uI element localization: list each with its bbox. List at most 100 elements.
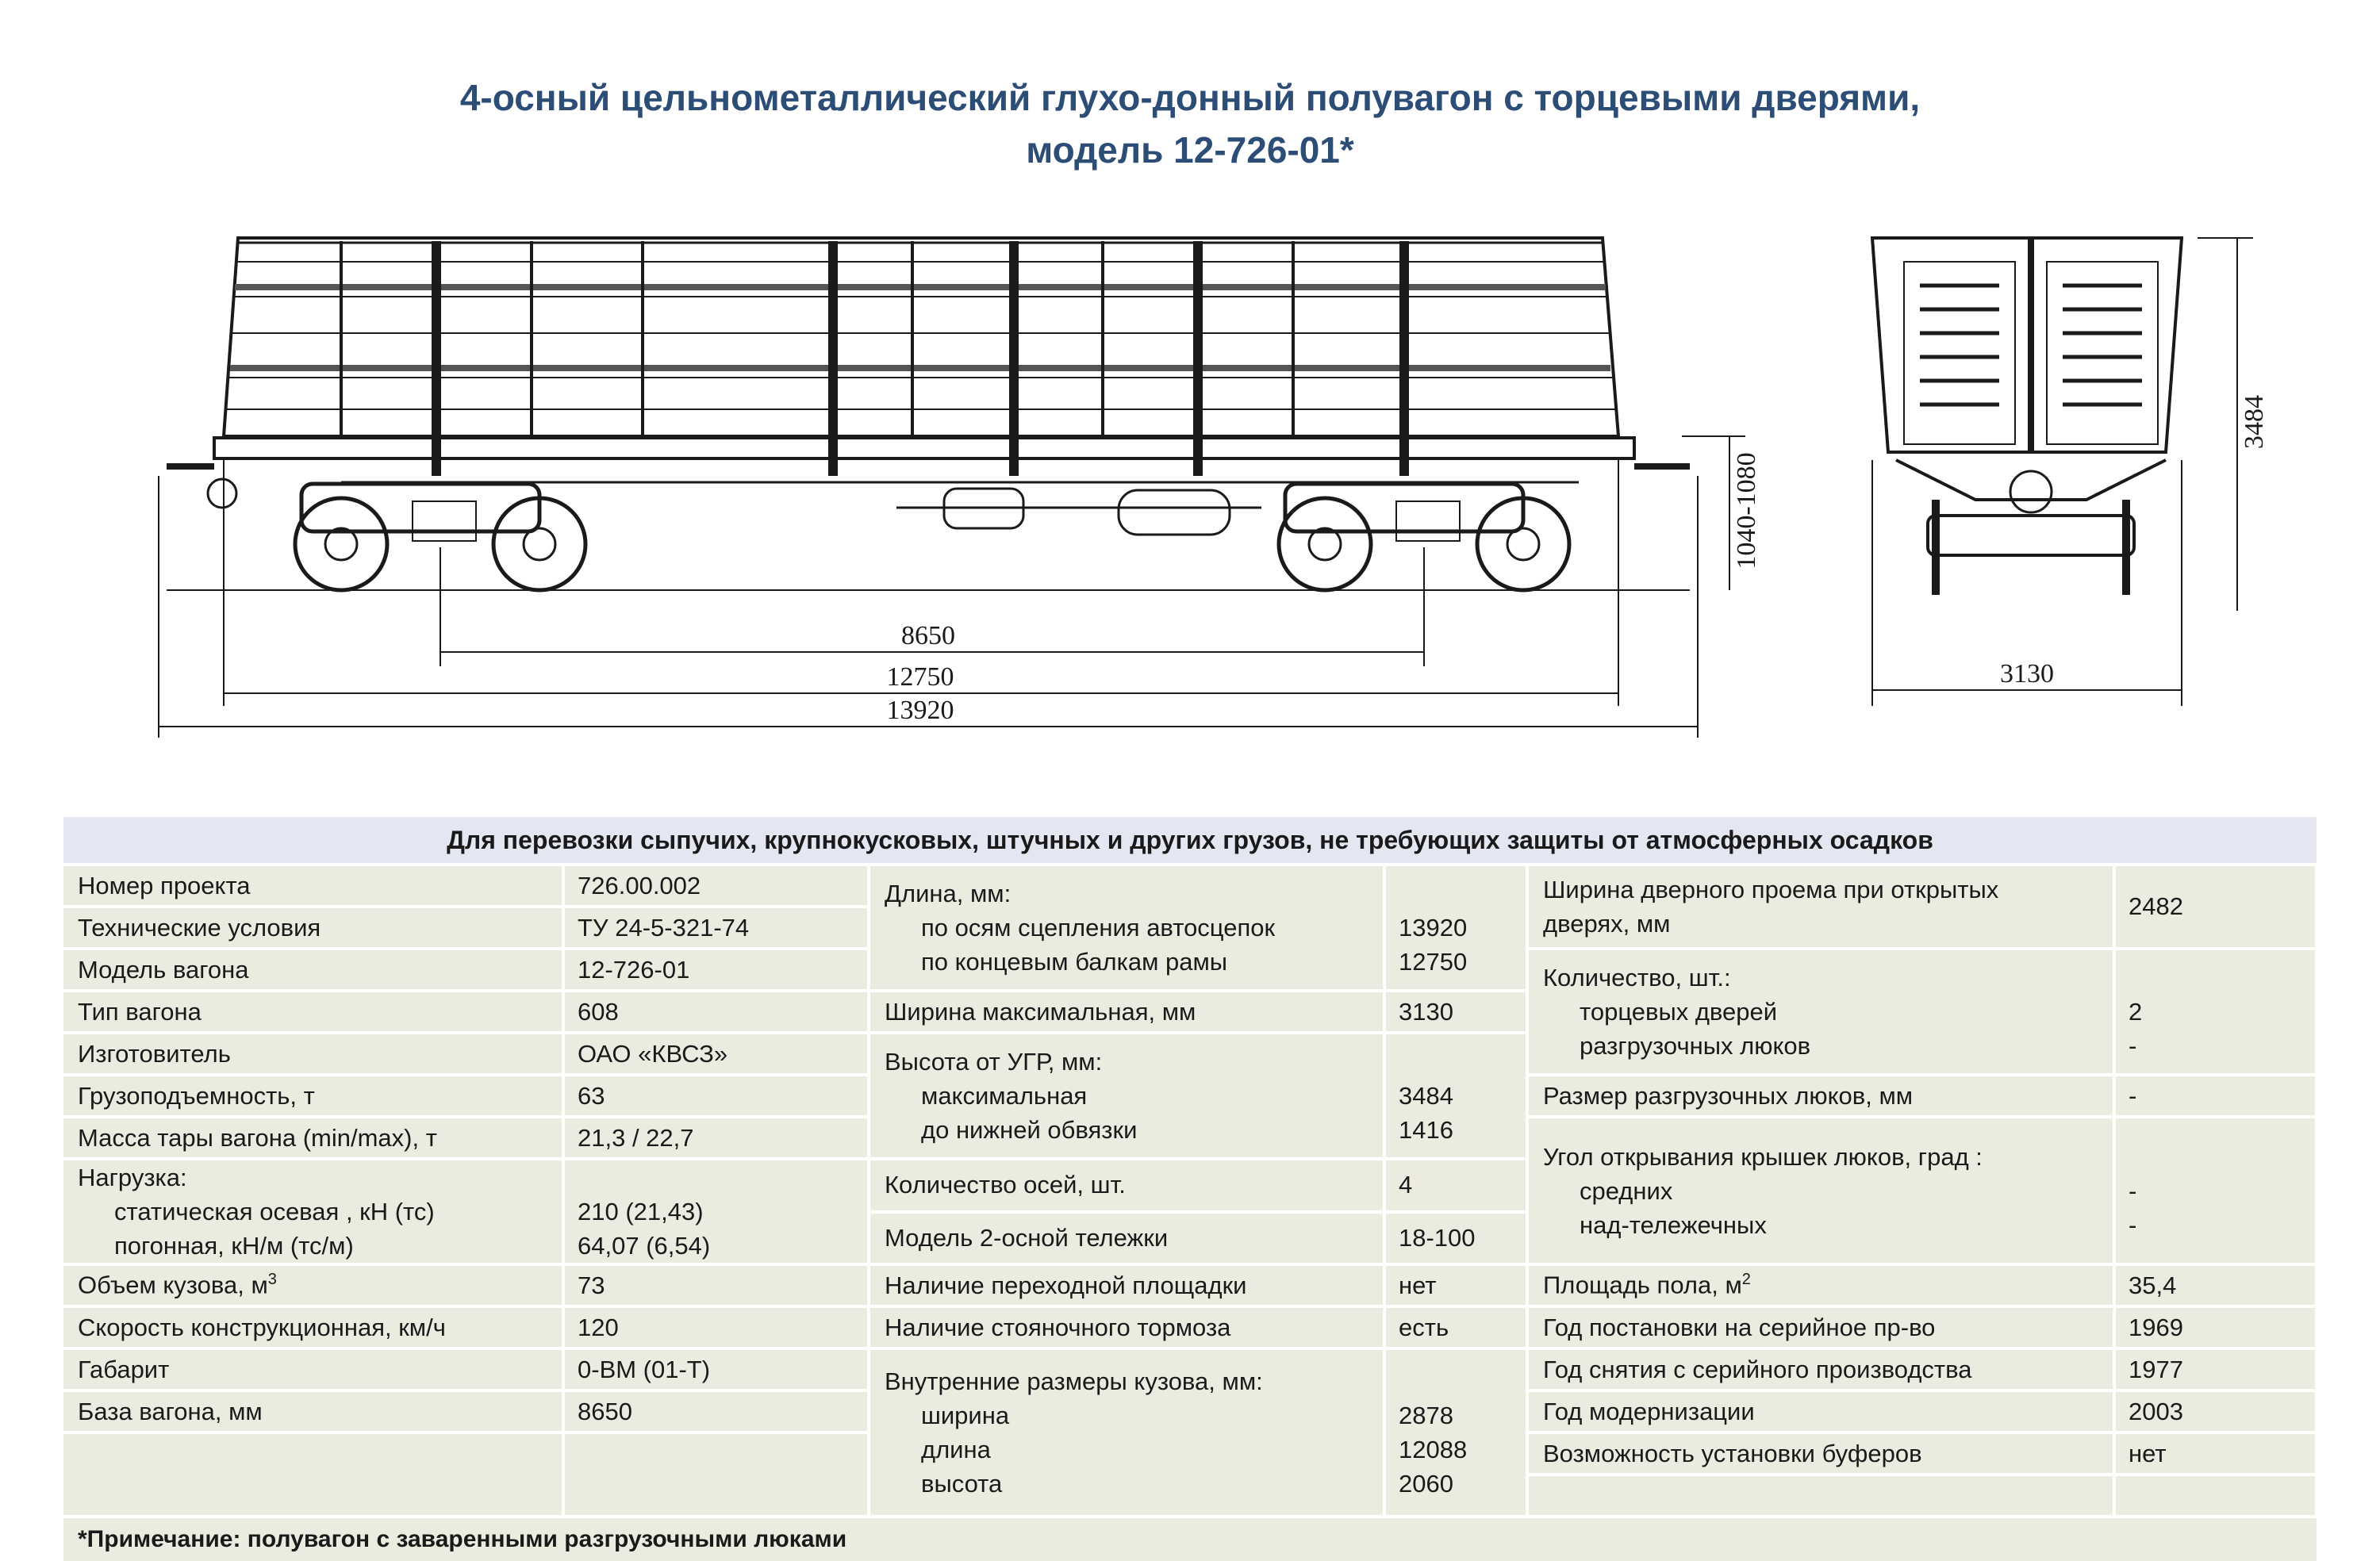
hatches-label: разгрузочных люков — [1580, 1032, 1811, 1060]
floor-area-label: Площадь пола, м2 — [1527, 1264, 2116, 1308]
serial-start-label: Год постановки на серийное пр-во — [1527, 1306, 2116, 1350]
load-linear-label: погонная, кН/м (тс/м) — [114, 1232, 354, 1260]
type-label: Тип вагона — [63, 991, 565, 1034]
hatch-size-label: Размер разгрузочных люков, мм — [1527, 1075, 2116, 1118]
hatch-angle-middle-value: - — [2129, 1176, 2137, 1205]
length-title: Длина, мм: — [885, 880, 1012, 907]
hatch-angle-values: - - — [2114, 1117, 2318, 1266]
project-no-value: 726.00.002 — [563, 865, 870, 908]
side-view — [158, 236, 1745, 738]
floor-area-value: 35,4 — [2114, 1264, 2318, 1308]
width-value: 3130 — [1384, 991, 1529, 1034]
hatch-angle-title: Угол открывания крышек люков, град : — [1543, 1142, 1983, 1171]
buffers-value: нет — [2114, 1433, 2318, 1476]
serial-start-value: 1969 — [2114, 1306, 2318, 1350]
inner-title: Внутренние размеры кузова, мм: — [885, 1367, 1263, 1395]
project-no-label: Номер проекта — [63, 865, 565, 908]
dim-width: 3130 — [2000, 659, 2054, 688]
speed-label: Скорость конструкционная, км/ч — [63, 1306, 565, 1350]
modernization-value: 2003 — [2114, 1390, 2318, 1434]
bogie-label: Модель 2-осной тележки — [869, 1211, 1386, 1266]
gauge-value: 0-ВМ (01-Т) — [563, 1348, 870, 1392]
footnote: *Примечание: полувагон с заваренными раз… — [63, 1516, 2317, 1561]
load-linear-value: 64,07 (6,54) — [578, 1232, 711, 1260]
inner-width-label: ширина — [921, 1402, 1010, 1429]
specs-table: Для перевозки сыпучих, крупнокусковых, ш… — [63, 817, 2318, 1561]
load-static-label: статическая осевая , кН (тс) — [114, 1198, 435, 1225]
load-title: Нагрузка: — [78, 1164, 187, 1191]
model-label: Модель вагона — [63, 949, 565, 992]
type-value: 608 — [563, 991, 870, 1034]
bogie-value: 18-100 — [1384, 1211, 1529, 1266]
length-label: Длина, мм: по осям сцепления автосцепок … — [869, 865, 1386, 992]
platform-value: нет — [1384, 1264, 1529, 1308]
width-label: Ширина максимальная, мм — [869, 991, 1386, 1034]
height-bottom-value: 1416 — [1399, 1116, 1453, 1144]
empty-cell-left-value — [563, 1433, 870, 1518]
hatches-value: - — [2129, 1032, 2137, 1060]
dim-coupling: 13920 — [887, 696, 954, 725]
length-beam-label: по концевым балкам рамы — [921, 948, 1228, 976]
length-values: 13920 12750 — [1384, 865, 1529, 992]
empty-cell-left — [63, 1433, 565, 1518]
volume-label: Объем кузова, м3 — [63, 1264, 565, 1308]
speed-value: 120 — [563, 1306, 870, 1350]
modernization-label: Год модернизации — [1527, 1390, 2116, 1434]
length-beam-value: 12750 — [1399, 948, 1468, 976]
load-values: 210 (21,43) 64,07 (6,54) — [563, 1159, 870, 1266]
height-max-value: 3484 — [1399, 1082, 1453, 1110]
door-width-label: Ширина дверного проема при открытых двер… — [1527, 865, 2116, 950]
parking-brake-label: Наличие стояночного тормоза — [869, 1306, 1386, 1350]
title-line-2: модель 12-726-01* — [1026, 129, 1354, 171]
model-value: 12-726-01 — [563, 949, 870, 992]
serial-end-label: Год снятия с серийного производства — [1527, 1348, 2116, 1392]
buffers-label: Возможность установки буферов — [1527, 1433, 2116, 1476]
hatch-angle-over-bogie-label: над-тележечных — [1580, 1210, 1767, 1239]
tare-label: Масса тары вагона (min/max), т — [63, 1117, 565, 1160]
height-label: Высота от УГР, мм: максимальная до нижне… — [869, 1033, 1386, 1160]
door-width-label-line2: дверях, мм — [1543, 910, 1671, 938]
base-label: База вагона, мм — [63, 1390, 565, 1434]
hatch-angle-over-bogie-value: - — [2129, 1210, 2137, 1239]
tare-value: 21,3 / 22,7 — [563, 1117, 870, 1160]
door-width-label-line1: Ширина дверного проема при открытых — [1543, 876, 1999, 903]
empty-cell-right-value — [2114, 1475, 2318, 1518]
dim-floor: 1040-1080 — [1732, 452, 1761, 569]
hatch-angle-label: Угол открывания крышек люков, град : сре… — [1527, 1117, 2116, 1266]
dim-base: 8650 — [901, 621, 955, 650]
length-coupling-value: 13920 — [1399, 914, 1468, 942]
end-doors-value: 2 — [2129, 998, 2143, 1026]
inner-height-value: 2060 — [1399, 1470, 1453, 1498]
axles-label: Количество осей, шт. — [869, 1159, 1386, 1214]
inner-values: 2878 12088 2060 — [1384, 1348, 1529, 1518]
volume-value: 73 — [563, 1264, 870, 1308]
capacity-label: Грузоподъемность, т — [63, 1075, 565, 1118]
door-width-value: 2482 — [2114, 865, 2318, 950]
height-bottom-label: до нижней обвязки — [921, 1116, 1138, 1144]
title-line-1: 4-осный цельнометаллический глухо-донный… — [459, 77, 1921, 118]
inner-length-label: длина — [921, 1436, 991, 1463]
length-coupling-label: по осям сцепления автосцепок — [921, 914, 1276, 942]
parking-brake-value: есть — [1384, 1306, 1529, 1350]
height-max-label: максимальная — [921, 1082, 1088, 1110]
inner-label: Внутренние размеры кузова, мм: ширина дл… — [869, 1348, 1386, 1518]
load-static-value: 210 (21,43) — [578, 1198, 704, 1225]
gauge-label: Габарит — [63, 1348, 565, 1392]
hatch-angle-middle-label: средних — [1580, 1176, 1673, 1205]
maker-value: ОАО «КВСЗ» — [563, 1033, 870, 1076]
count-title: Количество, шт.: — [1543, 964, 1731, 991]
dim-frame: 12750 — [887, 662, 954, 692]
dim-height: 3484 — [2240, 395, 2269, 449]
end-view — [1870, 236, 2253, 706]
empty-cell-right — [1527, 1475, 2116, 1518]
height-title: Высота от УГР, мм: — [885, 1048, 1103, 1076]
hatch-size-value: - — [2114, 1075, 2318, 1118]
inner-width-value: 2878 — [1399, 1402, 1453, 1429]
inner-height-label: высота — [921, 1470, 1003, 1498]
serial-end-value: 1977 — [2114, 1348, 2318, 1392]
page-title: 4-осный цельнометаллический глухо-донный… — [0, 71, 2380, 176]
count-values: 2 - — [2114, 949, 2318, 1076]
end-doors-label: торцевых дверей — [1580, 998, 1778, 1026]
tech-cond-value: ТУ 24-5-321-74 — [563, 907, 870, 950]
maker-label: Изготовитель — [63, 1033, 565, 1076]
